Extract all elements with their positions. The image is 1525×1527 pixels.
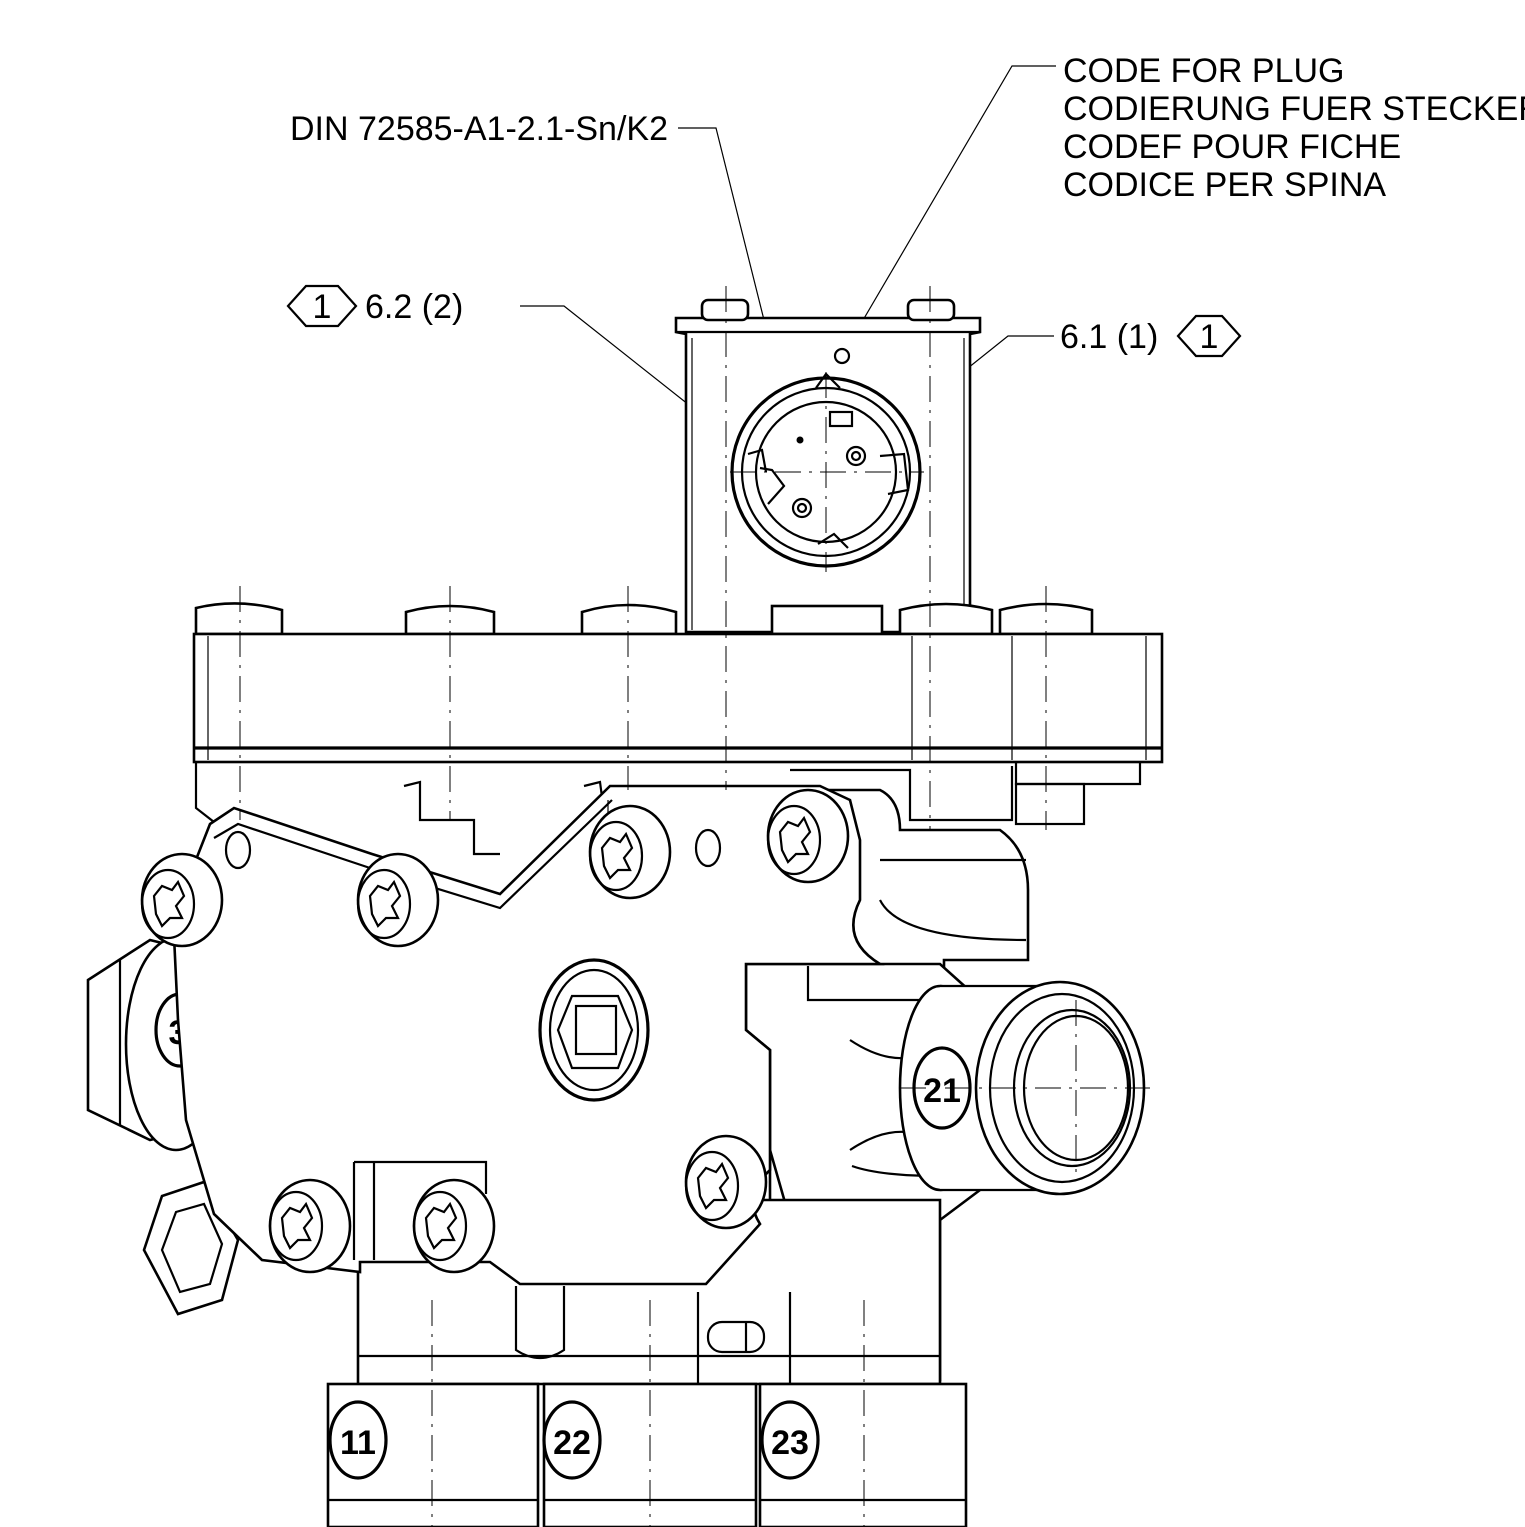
center-lines: [239, 286, 1150, 1527]
svg-text:CODE FOR PLUG: CODE FOR PLUG: [1063, 52, 1344, 90]
leader-lines: [520, 65, 1056, 459]
svg-text:CODIERUNG FUER STECKER: CODIERUNG FUER STECKER: [1063, 90, 1525, 128]
svg-text:11: 11: [340, 1424, 376, 1462]
top-plate: [192, 602, 1164, 856]
pin-1-callout: 6.1 (1) 1: [1060, 314, 1242, 358]
torx-screw-icon: [766, 788, 850, 884]
hexagon-marker-icon: [1176, 314, 1242, 358]
svg-text:1: 1: [1200, 318, 1219, 356]
torx-screw-icon: [684, 1134, 768, 1230]
svg-text:21: 21: [923, 1072, 961, 1110]
svg-text:CODEF POUR FICHE: CODEF POUR FICHE: [1063, 128, 1401, 166]
torx-screw-icon: [356, 852, 440, 948]
torx-screws: [140, 788, 850, 1274]
valve-body: 21 11 22 23: [86, 784, 1146, 1527]
central-hex-socket: [538, 958, 650, 1102]
torx-screw-icon: [268, 1178, 352, 1274]
svg-text:6.1 (1): 6.1 (1): [1060, 318, 1158, 356]
port-11: 11: [326, 1382, 540, 1527]
connector-housing: [674, 298, 982, 634]
svg-text:1: 1: [313, 288, 332, 326]
hexagon-marker-icon: [286, 284, 358, 328]
svg-text:CODICE PER SPINA: CODICE PER SPINA: [1063, 166, 1386, 204]
din-standard-label: DIN 72585-A1-2.1-Sn/K2: [290, 110, 668, 148]
svg-text:23: 23: [771, 1424, 809, 1462]
code-for-plug-label: CODE FOR PLUG CODIERUNG FUER STECKER COD…: [1063, 52, 1525, 204]
svg-text:6.2 (2): 6.2 (2): [365, 288, 463, 326]
torx-screw-icon: [140, 852, 224, 948]
pin-2-callout: 1 6.2 (2): [286, 284, 463, 328]
torx-screw-icon: [412, 1178, 496, 1274]
svg-text:22: 22: [553, 1424, 591, 1462]
torx-screw-icon: [588, 804, 672, 900]
port-23: 23: [758, 1382, 968, 1527]
